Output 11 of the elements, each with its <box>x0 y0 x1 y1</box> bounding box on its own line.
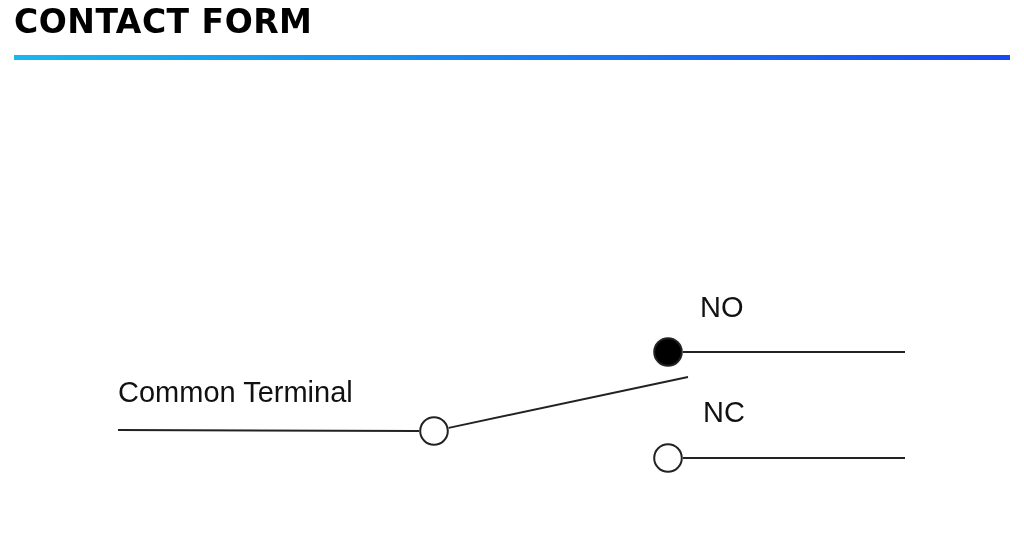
closed-contact-terminal <box>653 337 683 367</box>
open-contact-terminal <box>653 443 683 473</box>
terminal-label: NO <box>700 291 744 324</box>
title: CONTACT FORM <box>14 2 313 41</box>
wire <box>447 376 689 429</box>
terminal-label: Common Terminal <box>118 376 353 409</box>
terminal-label: NC <box>703 396 745 429</box>
wire <box>682 351 906 353</box>
wire <box>117 429 420 432</box>
wire <box>682 457 906 459</box>
open-contact-terminal <box>419 416 449 446</box>
